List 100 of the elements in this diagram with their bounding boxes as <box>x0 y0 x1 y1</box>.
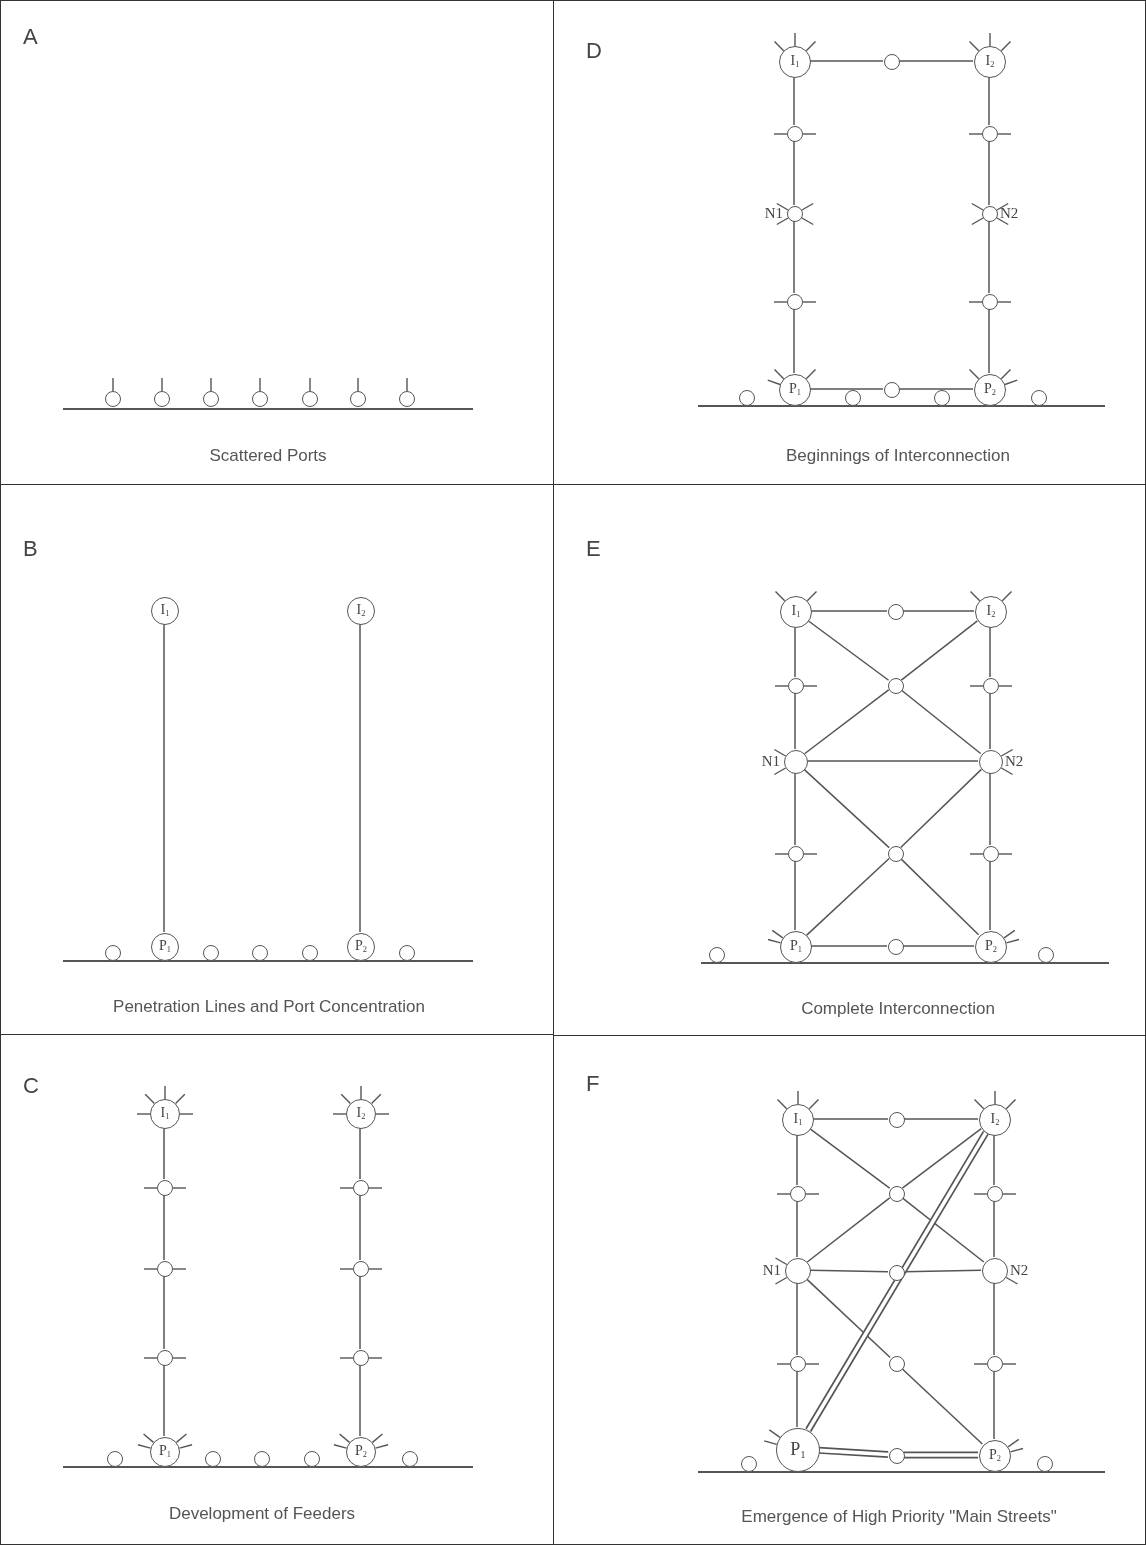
road-line <box>359 1127 361 1180</box>
node-circle <box>353 1261 369 1277</box>
road-line <box>793 308 795 374</box>
road-line <box>901 1127 982 1189</box>
panel-letter: C <box>23 1075 39 1097</box>
node-circle <box>888 678 904 694</box>
node-circle <box>889 1356 905 1372</box>
panel-caption: Penetration Lines and Port Concentration <box>113 996 425 1018</box>
node-label: N2 <box>1000 206 1019 221</box>
node-circle <box>982 1258 1008 1284</box>
panel-caption: Complete Interconnection <box>801 998 995 1020</box>
node-circle <box>889 1112 905 1128</box>
node-label: N2 <box>1005 754 1024 769</box>
node-label: N2 <box>1010 1263 1029 1278</box>
road-line <box>993 1282 995 1356</box>
node-label: P$_{1}$ <box>159 1444 171 1460</box>
node-circle <box>884 54 900 70</box>
panel <box>0 1034 554 1545</box>
node-circle <box>788 846 804 862</box>
node-circle <box>776 1428 820 1472</box>
road-line <box>993 1370 995 1440</box>
node-circle <box>888 846 904 862</box>
node-circle <box>252 945 268 961</box>
road-line <box>805 857 890 936</box>
node-label: I$_{2}$ <box>986 604 996 620</box>
node-circle <box>784 750 808 774</box>
node-label: P$_{2}$ <box>355 1444 367 1460</box>
panel-letter: B <box>23 538 38 560</box>
node-circle <box>974 374 1006 406</box>
node-circle <box>888 604 904 620</box>
node-circle <box>157 1180 173 1196</box>
road-line <box>898 388 974 390</box>
node-circle <box>790 1186 806 1202</box>
node-circle <box>254 1451 270 1467</box>
road-line <box>901 1367 984 1445</box>
road-line <box>898 60 974 62</box>
road-line <box>803 768 890 849</box>
node-circle <box>1037 1456 1053 1472</box>
node-circle <box>779 46 811 78</box>
node-circle <box>203 391 219 407</box>
panel-caption: Emergence of High Priority "Main Streets" <box>741 1506 1057 1528</box>
node-circle <box>982 206 998 222</box>
node-circle <box>782 1104 814 1136</box>
road-line <box>794 772 796 846</box>
road-line <box>163 623 165 933</box>
node-circle <box>252 391 268 407</box>
node-label: P$_{2}$ <box>985 939 997 955</box>
node-circle <box>157 1350 173 1366</box>
node-circle <box>934 390 950 406</box>
node-circle <box>983 846 999 862</box>
road-line <box>163 1194 165 1261</box>
panel <box>0 0 554 485</box>
node-circle <box>302 945 318 961</box>
road-line <box>163 1364 165 1437</box>
road-line <box>796 1370 798 1428</box>
node-circle <box>347 597 375 625</box>
node-circle <box>399 391 415 407</box>
panel <box>553 0 1146 485</box>
node-circle <box>107 1451 123 1467</box>
road-line <box>803 689 890 755</box>
road-line <box>809 60 884 62</box>
node-circle <box>889 1186 905 1202</box>
road-line <box>807 619 890 681</box>
road-line <box>989 626 991 678</box>
road-line <box>809 1269 889 1273</box>
node-circle <box>353 1180 369 1196</box>
node-circle <box>1038 947 1054 963</box>
node-circle <box>983 678 999 694</box>
road-line <box>988 140 990 206</box>
road-line <box>900 689 982 755</box>
panel-caption: Beginnings of Interconnection <box>786 445 1010 467</box>
node-label: I$_{2}$ <box>356 603 366 619</box>
node-circle <box>150 1437 180 1467</box>
node-circle <box>151 597 179 625</box>
road-line <box>163 1127 165 1180</box>
node-circle <box>347 933 375 961</box>
panel-letter: A <box>23 26 38 48</box>
node-label: P$_{1}$ <box>790 1440 806 1460</box>
road-line <box>993 1134 995 1186</box>
panel-letter: F <box>586 1073 600 1095</box>
node-circle <box>982 126 998 142</box>
node-circle <box>304 1451 320 1467</box>
panel-caption: Development of Feeders <box>168 1503 356 1525</box>
road-line <box>901 1197 985 1263</box>
road-line <box>809 388 884 390</box>
road-line <box>903 1269 982 1273</box>
node-circle <box>975 596 1007 628</box>
node-label: I$_{1}$ <box>160 603 170 619</box>
road-line <box>989 860 991 931</box>
main-street-line <box>818 1446 889 1458</box>
node-circle <box>979 1104 1011 1136</box>
node-circle <box>979 1440 1011 1472</box>
node-circle <box>889 1265 905 1281</box>
node-circle <box>780 931 812 963</box>
node-label: I$_{1}$ <box>793 1112 803 1128</box>
node-label: I$_{2}$ <box>356 1106 366 1122</box>
panel-caption: Scattered Ports <box>209 445 327 467</box>
node-circle <box>157 1261 173 1277</box>
node-label: I$_{2}$ <box>985 54 995 70</box>
road-line <box>793 140 795 206</box>
